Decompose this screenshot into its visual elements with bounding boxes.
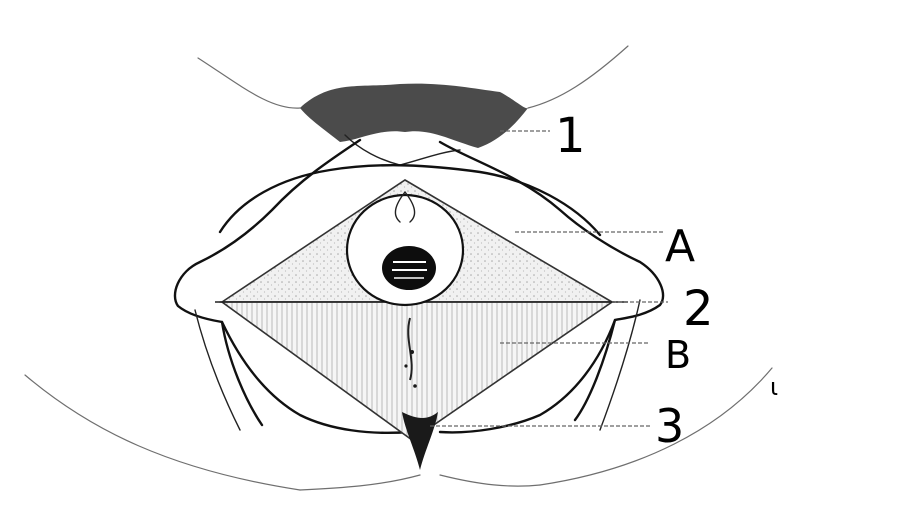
label-1: 1: [555, 108, 586, 164]
label-3: 3: [655, 399, 684, 453]
label-A: A: [665, 221, 695, 272]
stray-mark: ɩ: [770, 373, 778, 401]
mons-pubis-hair: [300, 84, 528, 165]
label-B: B: [665, 333, 691, 377]
label-2: 2: [683, 281, 714, 337]
